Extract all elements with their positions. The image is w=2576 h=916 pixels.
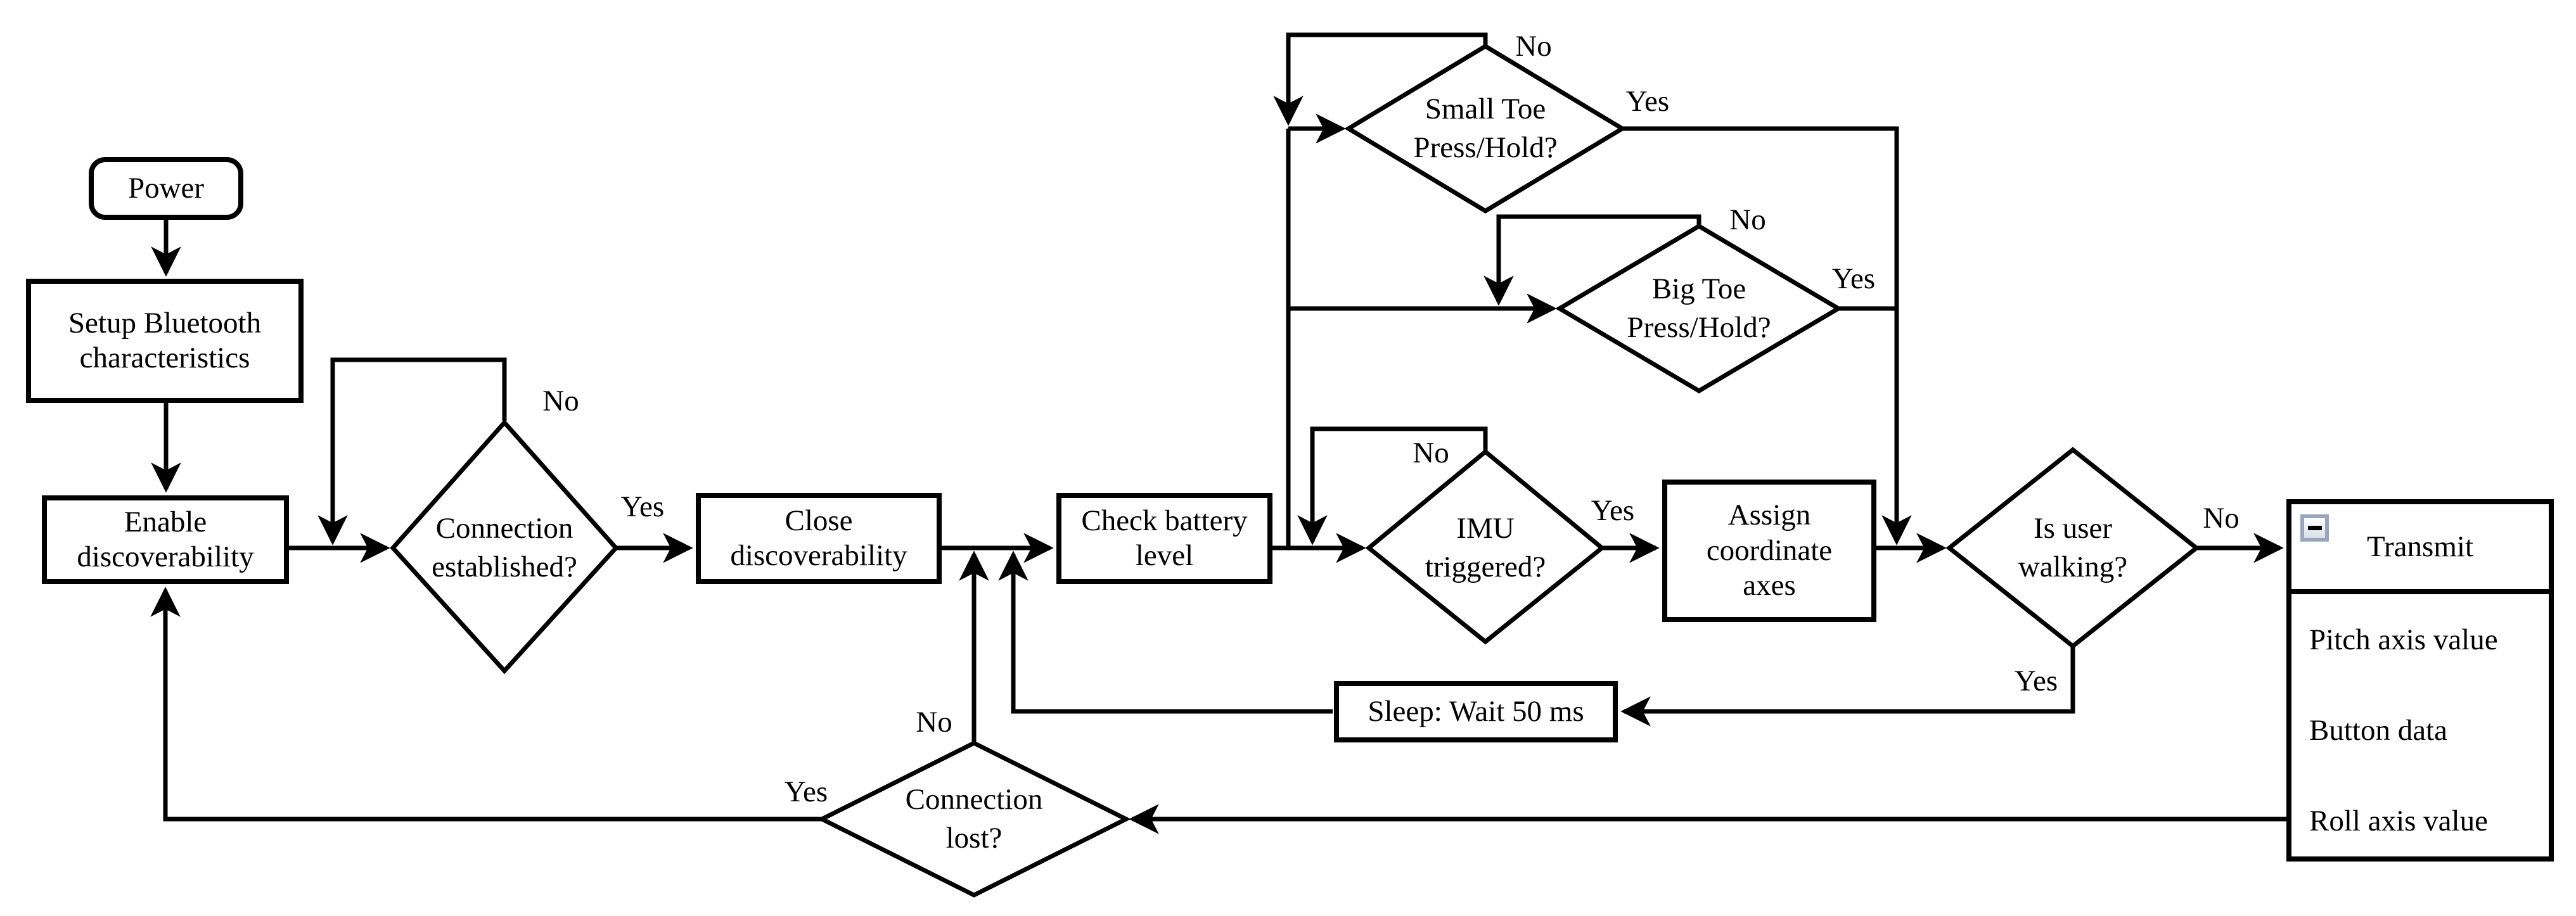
label-is-user-walking-yes: Yes xyxy=(2014,665,2058,697)
node-assign-line3: axes xyxy=(1743,569,1796,602)
imu-line1: IMU xyxy=(1456,511,1515,545)
transmit-rows: Pitch axis value Button data Roll axis v… xyxy=(2291,594,2549,866)
label-connection-lost-yes: Yes xyxy=(784,775,828,808)
decision-imu-label: IMU triggered? xyxy=(1425,509,1546,587)
node-close-line1: Close xyxy=(785,504,853,537)
label-connection-lost-no: No xyxy=(916,706,952,739)
edge-walking-yes-to-sleep xyxy=(1620,646,2075,727)
node-close-line2: discoverability xyxy=(730,539,907,572)
transmit-title: Transmit xyxy=(2366,530,2474,563)
decision-is-user-walking-label: Is user walking? xyxy=(2018,509,2127,587)
transmit-row-button: Button data xyxy=(2309,713,2447,747)
node-setup-bluetooth: Setup Bluetooth characteristics xyxy=(26,279,304,403)
connection-established-line1: Connection xyxy=(435,511,574,545)
label-small-toe-yes: Yes xyxy=(1625,85,1670,118)
edge-connection-lost-yes-return xyxy=(150,587,822,822)
label-small-toe-no: No xyxy=(1515,30,1552,63)
connection-lost-line1: Connection xyxy=(905,782,1043,816)
node-power-label: Power xyxy=(127,171,205,205)
transmit-row-pitch: Pitch axis value xyxy=(2309,623,2498,656)
imu-line2: triggered? xyxy=(1425,550,1546,583)
decision-connection-established-label: Connection established? xyxy=(432,509,577,587)
decision-big-toe-label: Big Toe Press/Hold? xyxy=(1627,270,1771,347)
edge-imu-no-loop xyxy=(1297,426,1488,545)
node-assign-line1: Assign xyxy=(1727,499,1811,532)
minus-bar xyxy=(2307,526,2322,530)
node-sleep: Sleep: Wait 50 ms xyxy=(1334,681,1618,742)
decision-small-toe-label: Small Toe Press/Hold? xyxy=(1413,90,1557,167)
node-enable-line1: Enable xyxy=(124,505,207,538)
node-enable-line2: discoverability xyxy=(77,540,254,573)
node-setup-bluetooth-line2: characteristics xyxy=(79,341,250,374)
label-big-toe-yes: Yes xyxy=(1831,262,1876,295)
node-close-discoverability: Close discoverability xyxy=(696,493,942,584)
edge-small-toe-no-loop xyxy=(1273,32,1488,126)
connection-established-line2: established? xyxy=(432,550,577,583)
node-check-battery-line2: level xyxy=(1135,539,1194,572)
small-toe-line1: Small Toe xyxy=(1425,92,1546,125)
node-check-battery-line1: Check battery xyxy=(1081,504,1248,537)
label-imu-no: No xyxy=(1413,436,1449,469)
big-toe-line1: Big Toe xyxy=(1651,272,1746,305)
decision-small-toe xyxy=(1344,43,1627,214)
decision-connection-lost-label: Connection lost? xyxy=(906,780,1043,858)
node-assign-axes: Assign coordinate axes xyxy=(1662,480,1876,622)
decision-big-toe xyxy=(1555,223,1843,394)
walking-line1: Is user xyxy=(2034,511,2112,545)
decision-imu-triggered xyxy=(1365,448,1606,645)
node-transmit: Transmit Pitch axis value Button data Ro… xyxy=(2286,499,2554,862)
walking-line2: walking? xyxy=(2018,550,2128,583)
minus-collapse-icon xyxy=(2300,514,2329,542)
label-big-toe-no: No xyxy=(1729,203,1766,236)
transmit-header: Transmit xyxy=(2291,504,2549,594)
edge-sleep-return-up xyxy=(998,550,1333,714)
node-sleep-label: Sleep: Wait 50 ms xyxy=(1368,694,1584,728)
edge-small-toe-yes-down xyxy=(1622,126,1912,545)
decision-connection-established xyxy=(390,419,619,675)
edge-connection-established-no-loop xyxy=(317,357,507,545)
decision-is-user-walking xyxy=(1945,447,2200,649)
node-enable-discoverability: Enable discoverability xyxy=(42,495,289,584)
label-connection-established-yes: Yes xyxy=(620,490,665,523)
node-check-battery: Check battery level xyxy=(1056,493,1272,584)
label-is-user-walking-no: No xyxy=(2203,502,2240,535)
node-setup-bluetooth-line1: Setup Bluetooth xyxy=(68,306,262,340)
node-power: Power xyxy=(89,157,243,220)
edge-big-toe-no-loop xyxy=(1483,214,1701,306)
label-imu-yes: Yes xyxy=(1591,494,1635,527)
node-assign-line2: coordinate xyxy=(1706,533,1833,567)
decision-connection-lost xyxy=(817,741,1131,898)
transmit-row-roll: Roll axis value xyxy=(2309,804,2488,837)
big-toe-line2: Press/Hold? xyxy=(1627,311,1771,344)
small-toe-line2: Press/Hold? xyxy=(1413,131,1558,164)
label-connection-established-no: No xyxy=(542,385,579,417)
connection-lost-line2: lost? xyxy=(945,822,1003,855)
